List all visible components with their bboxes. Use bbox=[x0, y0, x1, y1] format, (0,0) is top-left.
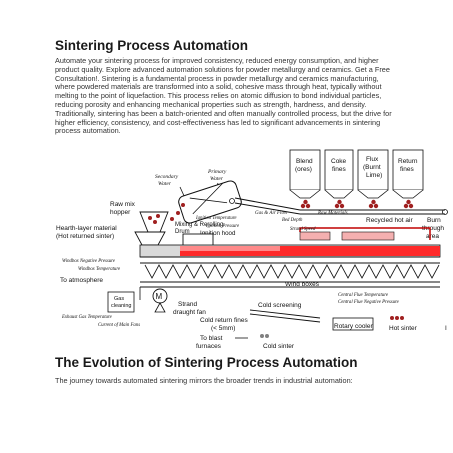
flux-label-1: Flux bbox=[366, 156, 379, 163]
strand-fan-label-2: draught fan bbox=[173, 309, 206, 316]
secondary-water-label-2: Water bbox=[158, 181, 172, 187]
cold-screening-label: Cold screening bbox=[258, 302, 302, 309]
primary-water-label-1: Primary bbox=[207, 169, 227, 175]
intro-paragraph: Automate your sintering process for impr… bbox=[55, 56, 392, 136]
motor-label: M bbox=[156, 292, 163, 301]
hearth-layer-label-1: Hearth-layer material bbox=[56, 225, 117, 232]
hearth-layer-label-2: (Hot returned sinter) bbox=[56, 233, 114, 240]
burn-through-label-1: Burn bbox=[427, 217, 441, 224]
ignition-hood-icon bbox=[182, 233, 214, 247]
ignition-pressure-label: Ignition Pressure bbox=[205, 224, 240, 229]
coke-label-2: fines bbox=[332, 166, 346, 173]
feed-bins bbox=[289, 149, 424, 199]
section-heading-evolution: The Evolution of Sintering Process Autom… bbox=[55, 355, 358, 370]
ignition-hood-label: Ignition hood bbox=[200, 230, 236, 237]
wind-boxes-label: Wind boxes bbox=[285, 281, 320, 288]
mixing-drum-label-2: Drum bbox=[175, 229, 190, 235]
gas-air-flow-label: Gas & Air Flow bbox=[255, 211, 288, 216]
to-blast-label-2: furnaces bbox=[196, 343, 222, 350]
ignition-temperature-label: Ignition Temperature bbox=[195, 216, 237, 221]
gas-cleaning-label-2: cleaning bbox=[111, 303, 132, 309]
raw-mix-hopper-label-1: Raw mix bbox=[110, 201, 136, 208]
primary-water-label-2: Water bbox=[210, 176, 224, 182]
rotary-cooler-icon bbox=[332, 317, 374, 331]
sinter-strand bbox=[139, 244, 441, 264]
exhaust-gas-temperature-label: Exhaust Gas Temperature bbox=[61, 315, 113, 320]
windbox-temperature-label: Windbox Temperature bbox=[78, 267, 121, 272]
hot-sinter-label: Hot sinter bbox=[389, 325, 418, 332]
return-fines-label-2: fines bbox=[400, 166, 414, 173]
central-flue-pressure-label: Central Flue Negative Pressure bbox=[338, 300, 400, 305]
to-blast-label-1: To blast bbox=[200, 335, 223, 342]
central-flue-temperature-label: Central Flue Temperature bbox=[338, 293, 389, 298]
blend-label-2: (ores) bbox=[295, 166, 312, 173]
raw-mix-hopper-label-2: hopper bbox=[110, 209, 131, 216]
cold-return-fines-label-2: (< 5mm) bbox=[211, 325, 235, 332]
flux-label-2: (Burnt bbox=[363, 164, 381, 171]
to-atmosphere-label: To atmosphere bbox=[60, 277, 103, 284]
strand-speed-label: Strand Speed bbox=[290, 227, 316, 232]
burn-through-label-3: area bbox=[426, 233, 439, 240]
burn-through-label-2: through bbox=[422, 225, 444, 232]
wind-boxes bbox=[144, 264, 440, 279]
svg-text:I: I bbox=[445, 325, 447, 332]
gas-cleaning-label-1: Gas bbox=[114, 296, 124, 302]
main-fans-current-label: Current of Main Fans bbox=[98, 323, 140, 328]
mixing-drum-label-1: Mixing & Rerolling bbox=[175, 222, 223, 228]
gas-cleaning-icon bbox=[107, 291, 135, 313]
bed-depth-label: Bed Depth bbox=[282, 218, 303, 223]
rotary-cooler-label: Rotary cooler bbox=[334, 323, 373, 330]
coke-label-1: Coke bbox=[331, 158, 347, 165]
flux-label-3: Lime) bbox=[366, 172, 382, 179]
cold-return-fines-label-1: Cold return fines bbox=[200, 317, 248, 324]
windbox-negative-pressure-label: Windbox Negative Pressure bbox=[62, 259, 116, 264]
page-title: Sintering Process Automation bbox=[55, 38, 249, 53]
recycled-hot-air-label: Recycled hot air bbox=[366, 217, 413, 224]
return-fines-label-1: Return bbox=[398, 158, 418, 165]
blend-label-1: Blend bbox=[296, 158, 313, 165]
raw-materials-label: Raw Materials bbox=[317, 211, 348, 216]
material-pellets bbox=[300, 199, 414, 209]
strand-fan-label-1: Strand bbox=[178, 301, 198, 308]
evolution-paragraph: The journey towards automated sintering … bbox=[55, 376, 353, 385]
secondary-water-label-1: Secondary bbox=[155, 174, 179, 180]
cold-sinter-label: Cold sinter bbox=[263, 343, 295, 350]
mixing-drum-icon bbox=[170, 180, 242, 224]
recycled-hot-air-duct bbox=[299, 227, 431, 240]
